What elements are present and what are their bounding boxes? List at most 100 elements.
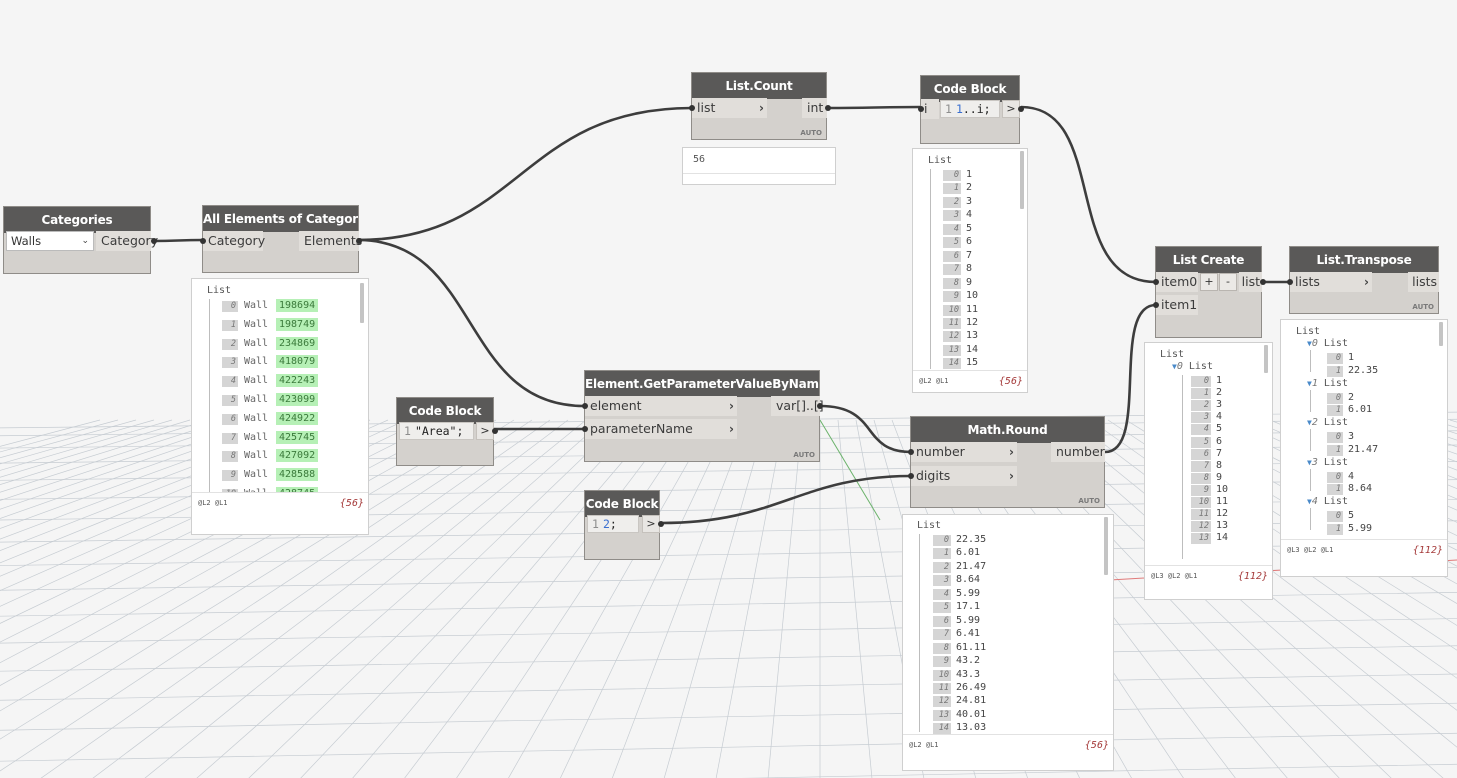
output-port-list[interactable]: list: [1239, 272, 1262, 292]
item-index: 3: [1191, 412, 1211, 424]
remove-input-button[interactable]: -: [1219, 273, 1237, 291]
add-input-button[interactable]: +: [1200, 273, 1218, 291]
node-code-block-area[interactable]: Code Block 1"Area"; >: [396, 397, 498, 466]
scrollbar[interactable]: [1104, 517, 1108, 575]
tree-line: [1310, 389, 1311, 412]
node-all-elements-of-category[interactable]: All Elements of Category Category Elemen…: [200, 205, 362, 273]
code-editor[interactable]: 1"Area";: [399, 422, 474, 440]
code-text: 2;: [602, 517, 617, 531]
item-name: Wall: [244, 356, 269, 368]
input-port-parametername[interactable]: parameterName›: [585, 419, 737, 439]
node-list-count[interactable]: List.Count list› int AUTO: [689, 72, 831, 140]
input-connector-dot[interactable]: [1153, 279, 1159, 285]
output-port-lists[interactable]: lists: [1408, 272, 1439, 292]
level-indicator: @L2 @L1: [919, 377, 949, 385]
item-index: 0: [1327, 392, 1343, 404]
item-index: 10: [943, 304, 961, 316]
output-connector-dot[interactable]: [1260, 279, 1266, 285]
item-index: 3: [222, 357, 238, 369]
input-port-list[interactable]: list›: [692, 98, 767, 118]
input-connector-dot[interactable]: [908, 473, 914, 479]
output-connector-dot[interactable]: [151, 238, 157, 244]
output-port-button[interactable]: >: [642, 515, 660, 533]
item-index: 4: [933, 588, 951, 600]
output-port-button[interactable]: >: [1002, 100, 1020, 118]
scrollbar[interactable]: [1020, 151, 1024, 209]
collapse-triangle-icon: ▼: [1307, 457, 1312, 467]
preview-footer: @L3 @L2 @L1 {112}: [1281, 539, 1447, 561]
input-port-lists[interactable]: lists›: [1290, 272, 1372, 292]
node-categories[interactable]: Categories Walls ⌄ Category: [3, 206, 158, 274]
scrollbar[interactable]: [360, 283, 364, 323]
output-connector-dot[interactable]: [817, 403, 823, 409]
input-port-element[interactable]: element›: [585, 396, 737, 416]
output-connector-dot[interactable]: [1018, 106, 1024, 112]
level-indicator: @L2 @L1: [909, 741, 939, 749]
input-connector-dot[interactable]: [908, 449, 914, 455]
item-index: 3: [943, 210, 961, 222]
input-connector-dot[interactable]: [1153, 302, 1159, 308]
input-connector-dot[interactable]: [918, 106, 924, 112]
input-port-i[interactable]: i: [921, 99, 939, 119]
input-port-item1[interactable]: item1: [1156, 295, 1198, 315]
scrollbar[interactable]: [1439, 322, 1443, 346]
node-list-transpose[interactable]: List.Transpose lists› lists AUTO: [1287, 246, 1439, 314]
output-port-elements[interactable]: Elements: [299, 231, 362, 251]
element-id: 422243: [276, 374, 319, 388]
item-name: Wall: [244, 431, 269, 443]
input-connector-dot[interactable]: [200, 238, 206, 244]
output-connector-dot[interactable]: [825, 105, 831, 111]
input-connector-dot[interactable]: [582, 426, 588, 432]
node-math-round[interactable]: Math.Round number› digits› number AUTO: [908, 416, 1105, 508]
output-connector-dot[interactable]: [492, 428, 498, 434]
node-get-parameter-value-by-name[interactable]: Element.GetParameterValueByName element›…: [582, 370, 824, 462]
node-list-create[interactable]: List Create item0 + - list item1: [1153, 246, 1266, 338]
output-connector-dot[interactable]: [356, 238, 362, 244]
sublist-header: ▼0 List: [1307, 338, 1348, 349]
input-port-item0[interactable]: item0: [1156, 272, 1198, 292]
input-connector-dot[interactable]: [689, 105, 695, 111]
wire-codeblock-to-listcreate-item0: [1020, 105, 1157, 284]
preview-list-count[interactable]: 56: [682, 147, 836, 185]
output-port-int[interactable]: int: [802, 98, 827, 118]
item-index: 5: [222, 395, 238, 406]
input-connector-dot[interactable]: [1287, 279, 1293, 285]
output-port-var[interactable]: var[]..[]: [771, 396, 824, 416]
input-port-category[interactable]: Category: [203, 231, 265, 251]
input-connector-dot[interactable]: [582, 403, 588, 409]
item-index: 3: [933, 575, 951, 587]
item-index: 6: [1191, 448, 1211, 460]
list-header: List: [1160, 349, 1185, 360]
scrollbar[interactable]: [1264, 345, 1268, 373]
input-port-number[interactable]: number›: [911, 442, 1017, 462]
output-port-number[interactable]: number: [1051, 442, 1105, 462]
sublist-label: List: [1317, 417, 1348, 428]
list-header: List: [1296, 326, 1321, 337]
output-connector-dot[interactable]: [658, 521, 664, 527]
item-value: 13: [1216, 520, 1229, 532]
item-index: 8: [933, 642, 951, 654]
output-port-category[interactable]: Category: [96, 231, 158, 251]
wire-categories-to-elements: [152, 238, 205, 243]
sublist-index: 0: [1311, 338, 1318, 349]
element-id: 418079: [276, 355, 319, 369]
category-dropdown[interactable]: Walls ⌄: [6, 231, 94, 251]
input-port-digits[interactable]: digits›: [911, 466, 1017, 486]
